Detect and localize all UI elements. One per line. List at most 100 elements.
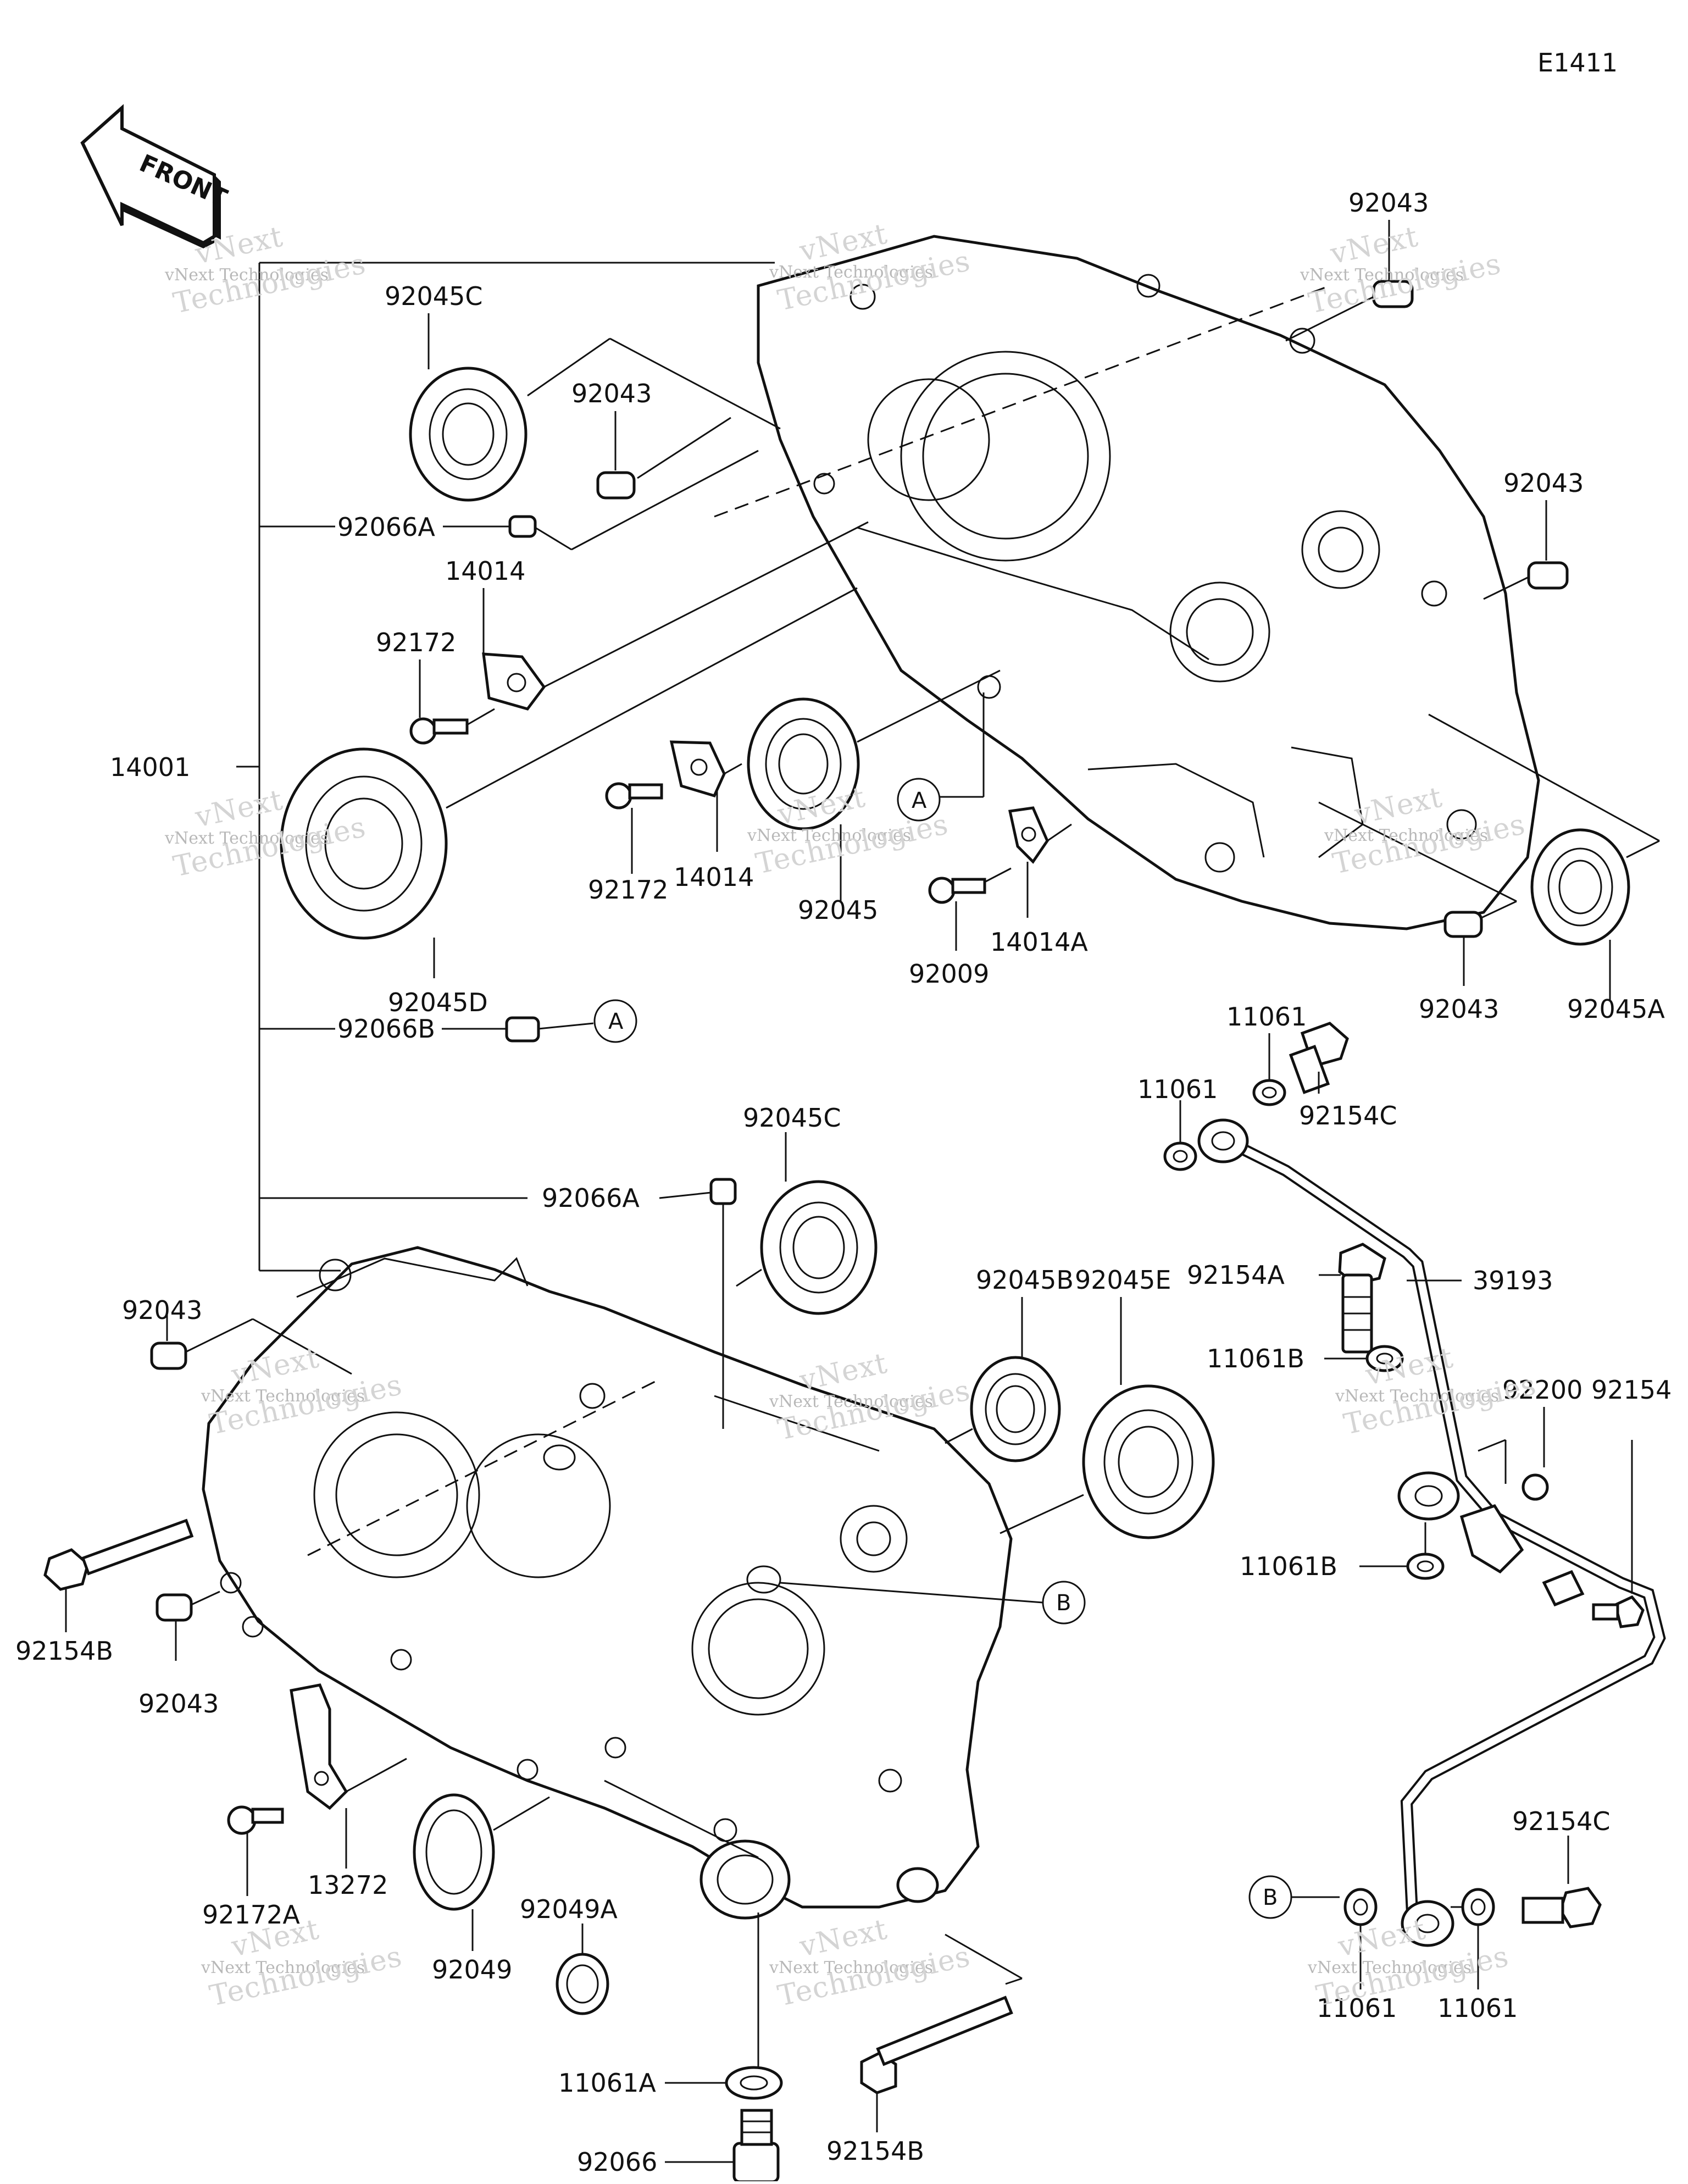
label-92172-upper: 92172 — [376, 628, 456, 657]
label-92045C-lower: 92045C — [743, 1103, 841, 1133]
svg-text:vNext: vNext — [1327, 220, 1421, 271]
bearing-92045C-lower — [760, 1180, 878, 1315]
bearing-92045D — [280, 747, 448, 940]
svg-text:A: A — [608, 1009, 624, 1034]
label-92200: 92200 — [1502, 1375, 1582, 1405]
svg-text:B: B — [1056, 1590, 1071, 1616]
bearing-92045A — [1530, 828, 1630, 946]
svg-text:vNext Technologies: vNext Technologies — [769, 1958, 933, 1977]
dowel-pin-92066A-lower — [709, 1178, 737, 1205]
label-92066B: 92066B — [337, 1014, 435, 1044]
label-11061A: 11061A — [558, 2068, 656, 2098]
banjo-bolt-92154A — [1338, 1243, 1386, 1354]
lower-crankcase-half — [202, 1246, 1013, 1920]
washer-92200 — [1522, 1473, 1549, 1501]
oil-pipe-39193 — [1197, 1118, 1666, 1947]
ref-marker-B-right: B — [1248, 1875, 1292, 1919]
label-92045: 92045 — [798, 895, 878, 925]
plate-14014-upper — [482, 652, 546, 711]
label-14001: 14001 — [110, 752, 190, 782]
dowel-pin-92043-right — [1527, 561, 1569, 590]
label-92045B: 92045B — [976, 1265, 1074, 1295]
washer-11061B-lower — [1406, 1553, 1445, 1580]
label-92154C-lower: 92154C — [1512, 1806, 1610, 1836]
label-92066: 92066 — [577, 2147, 657, 2177]
svg-text:A: A — [912, 788, 927, 813]
screw-92172-mid — [605, 782, 663, 810]
label-14014-mid: 14014 — [674, 862, 754, 892]
svg-text:vNext Technologies: vNext Technologies — [164, 829, 329, 848]
label-92009: 92009 — [909, 959, 989, 989]
front-arrow-icon: FRONT — [80, 104, 231, 248]
washer-11061-a — [1252, 1079, 1286, 1106]
screw-92172A — [227, 1805, 284, 1835]
watermark-9: vNext vNext Technologies Technologies — [1335, 1342, 1539, 1442]
svg-text:vNext Technologies: vNext Technologies — [201, 1387, 365, 1406]
label-14014-upper: 14014 — [445, 556, 525, 586]
bearing-92045E — [1082, 1384, 1215, 1539]
oil-seal-92049 — [413, 1793, 495, 1911]
ref-marker-A-lower: A — [593, 999, 637, 1043]
label-11061B-lower: 11061B — [1240, 1551, 1337, 1581]
plate-14014-mid — [669, 740, 726, 798]
drain-plug-92066 — [732, 2109, 780, 2183]
label-92154B-bottom: 92154B — [826, 2136, 924, 2166]
bearing-92045C-upper — [409, 367, 528, 502]
dowel-pin-92066A-upper — [508, 515, 537, 538]
dowel-pin-92043-lower — [156, 1593, 193, 1622]
washer-11061-d — [1461, 1888, 1495, 1926]
watermark-11: vNext vNext Technologies Technologies — [769, 1913, 973, 2013]
label-92154: 92154 — [1591, 1375, 1672, 1405]
washer-11061-c — [1343, 1888, 1378, 1926]
label-92045E: 92045E — [1075, 1265, 1171, 1295]
diagram-code: E1411 — [1537, 48, 1618, 77]
label-92154B-left: 92154B — [15, 1636, 113, 1666]
dowel-pin-92043-upper — [596, 471, 636, 500]
label-92045A: 92045A — [1567, 994, 1665, 1024]
svg-text:vNext Technologies: vNext Technologies — [769, 1392, 933, 1411]
bolt-92154C-lower — [1522, 1887, 1602, 1928]
label-11061B-upper: 11061B — [1207, 1344, 1304, 1373]
label-39193: 39193 — [1473, 1266, 1553, 1295]
label-13272: 13272 — [308, 1870, 388, 1900]
bracket-13272 — [290, 1683, 348, 1810]
ref-marker-B-lower: B — [1042, 1581, 1086, 1625]
svg-text:vNext Technologies: vNext Technologies — [747, 826, 911, 845]
label-11061-a: 11061 — [1226, 1002, 1307, 1032]
bolt-92154B-left — [43, 1518, 194, 1591]
svg-text:vNext Technologies: vNext Technologies — [1335, 1387, 1499, 1406]
label-92045C-top: 92045C — [385, 281, 482, 311]
svg-text:vNext Technologies: vNext Technologies — [164, 265, 329, 285]
ref-marker-A-upper: A — [897, 778, 941, 822]
washer-11061-b — [1163, 1141, 1197, 1171]
svg-text:vNext Technologies: vNext Technologies — [1300, 265, 1464, 285]
label-92043-lower-left: 92043 — [122, 1295, 202, 1325]
label-92049A: 92049A — [520, 1894, 618, 1924]
svg-text:vNext Technologies: vNext Technologies — [769, 263, 933, 282]
label-92154A: 92154A — [1187, 1260, 1285, 1290]
svg-text:vNext: vNext — [796, 1913, 890, 1964]
label-92154C-upper: 92154C — [1299, 1101, 1397, 1130]
label-92066A-lower: 92066A — [542, 1183, 640, 1213]
leader-lines — [65, 220, 1633, 2163]
bearing-92045 — [747, 697, 860, 830]
label-92045D: 92045D — [388, 988, 488, 1017]
label-92043-lower: 92043 — [138, 1689, 219, 1719]
screw-92009 — [928, 877, 986, 904]
svg-text:vNext: vNext — [796, 1347, 890, 1398]
label-11061-d: 11061 — [1437, 1993, 1518, 2023]
oil-seal-92049A — [556, 1953, 609, 2015]
label-92172A: 92172A — [202, 1900, 300, 1930]
label-92043-mid-right: 92043 — [1419, 994, 1499, 1024]
svg-text:vNext: vNext — [192, 784, 286, 834]
bolt-92154B-bottom — [860, 1995, 1013, 2094]
dowel-pin-92043-mid-right — [1443, 911, 1483, 938]
washer-11061A — [725, 2066, 783, 2100]
label-92049: 92049 — [432, 1955, 512, 1985]
label-92172-mid: 92172 — [588, 875, 668, 905]
label-92043-right: 92043 — [1503, 468, 1584, 498]
dowel-pin-92066B — [505, 1016, 540, 1043]
label-92043-top-right: 92043 — [1348, 188, 1429, 218]
